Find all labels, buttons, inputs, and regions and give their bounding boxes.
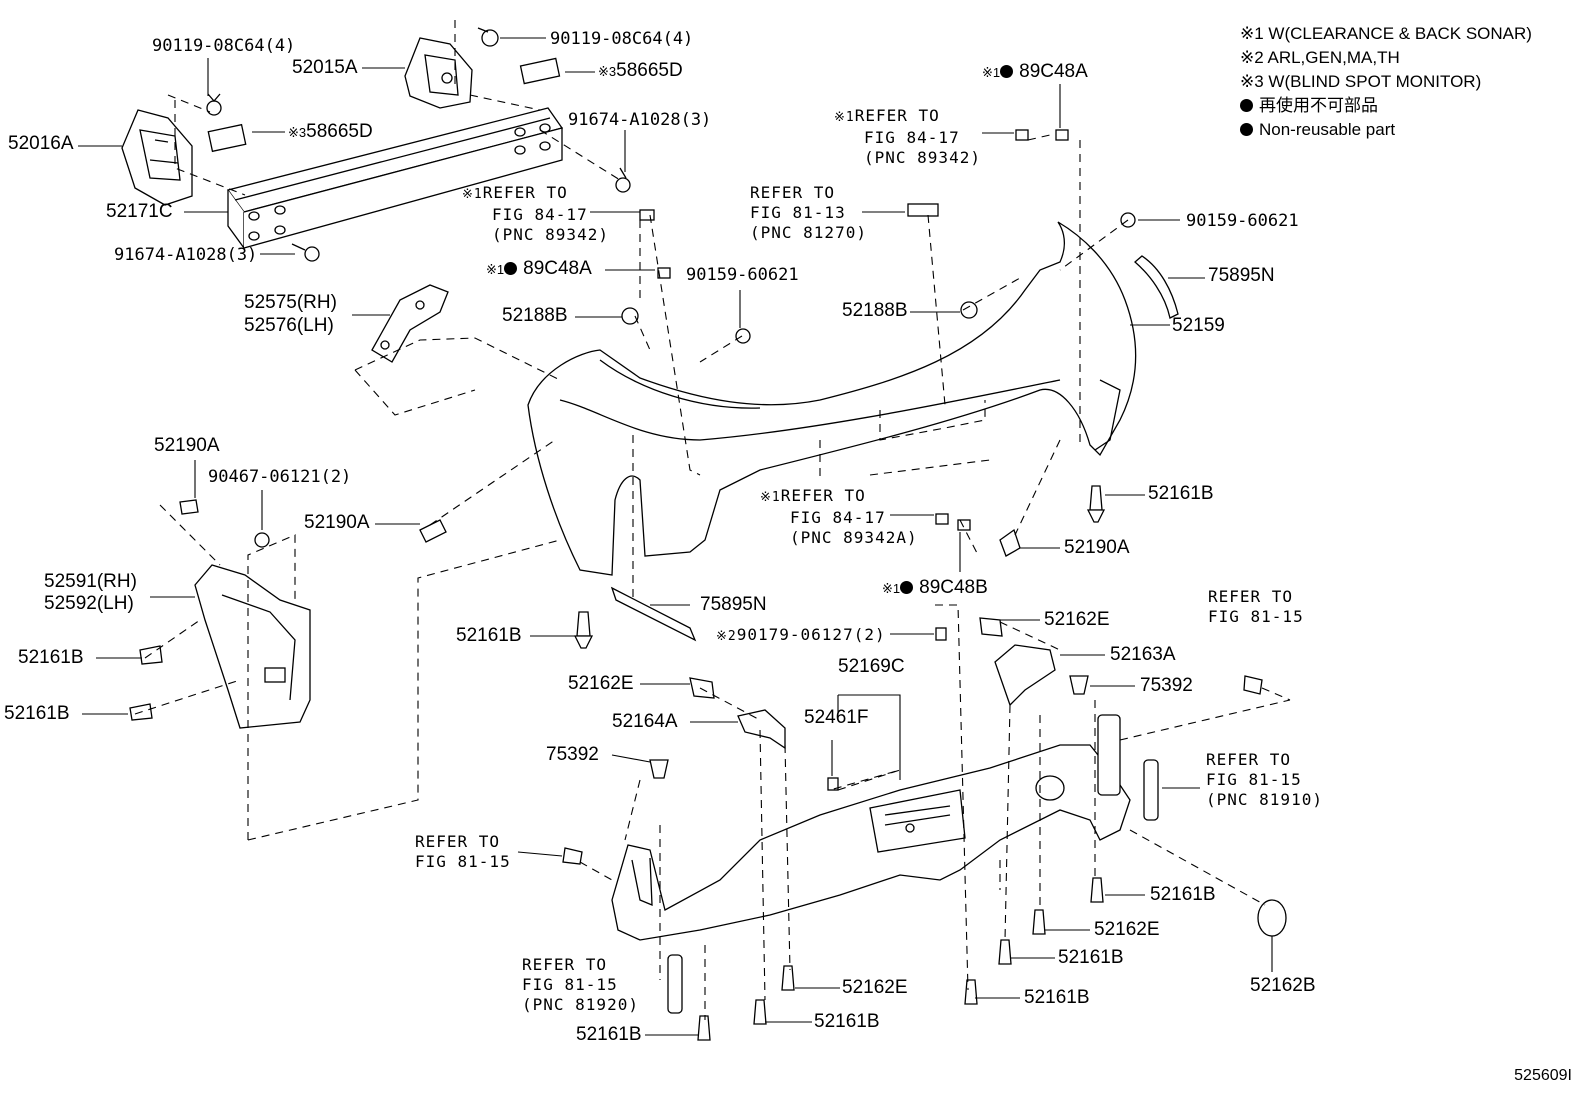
- label-52188B-left[interactable]: 52188B: [502, 305, 568, 326]
- reflector-left: [667, 954, 683, 1014]
- label-52161B-i[interactable]: 52161B: [576, 1024, 642, 1045]
- label-52162E-b[interactable]: 52162E: [568, 673, 634, 694]
- legend-nonreusable-en: Non-reusable part: [1240, 118, 1532, 142]
- label-52161B-f[interactable]: 52161B: [1058, 947, 1124, 968]
- label-58665D-left[interactable]: ※358665D: [288, 121, 373, 142]
- label-52162E-a[interactable]: 52162E: [1044, 609, 1110, 630]
- label-75392-a[interactable]: 75392: [1140, 675, 1193, 696]
- label-90179[interactable]: ※290179-06127(2): [716, 625, 886, 644]
- label-52162E-c[interactable]: 52162E: [1094, 919, 1160, 940]
- diagram-code: 525609I: [1514, 1067, 1572, 1084]
- label-91674-left[interactable]: 91674-A1028(3): [114, 245, 258, 265]
- label-52163A[interactable]: 52163A: [1110, 644, 1176, 665]
- label-52190A-top[interactable]: 52190A: [154, 435, 220, 456]
- label-52161B-e[interactable]: 52161B: [1150, 884, 1216, 905]
- bracket-52164A: [737, 709, 786, 750]
- label-52576[interactable]: 52576(LH): [244, 315, 334, 336]
- label-90119-right[interactable]: 90119-08C64(4): [550, 29, 694, 49]
- bumper-cover: [527, 221, 1137, 576]
- nonreusable-dot-icon: [1240, 99, 1253, 112]
- label-52161B-d[interactable]: 52161B: [456, 625, 522, 646]
- dashed-lines: [134, 20, 1291, 1020]
- label-91674-right[interactable]: 91674-A1028(3): [568, 110, 712, 130]
- label-90119-left[interactable]: 90119-08C64(4): [152, 36, 296, 56]
- label-75895N-right[interactable]: 75895N: [1208, 265, 1275, 286]
- label-75392-b[interactable]: 75392: [546, 744, 599, 765]
- reflector-right: [1143, 759, 1159, 821]
- nonreusable-dot-icon: [1000, 65, 1014, 78]
- legend-nonreusable-jp: 再使用不可部品: [1240, 94, 1532, 118]
- legend-note-3: ※3 W(BLIND SPOT MONITOR): [1240, 72, 1482, 91]
- label-52016A[interactable]: 52016A: [8, 133, 74, 154]
- legend-note-1: ※1 W(CLEARANCE & BACK SONAR): [1240, 24, 1532, 43]
- label-75895N-left[interactable]: 75895N: [700, 594, 767, 615]
- label-90159-mid[interactable]: 90159-60621: [686, 265, 799, 285]
- legend-note-2: ※2 ARL,GEN,MA,TH: [1240, 48, 1400, 67]
- clips: [129, 129, 1263, 1041]
- label-52162B[interactable]: 52162B: [1250, 975, 1316, 996]
- bumper-reinforcement-beam: [226, 107, 564, 250]
- label-52169C[interactable]: 52169C: [838, 656, 905, 677]
- label-52161B-a[interactable]: 52161B: [1148, 483, 1214, 504]
- nonreusable-dot-icon: [504, 262, 518, 275]
- label-52161B-h[interactable]: 52161B: [814, 1011, 880, 1032]
- label-52164A[interactable]: 52164A: [612, 711, 678, 732]
- tow-hook-cap: [1257, 899, 1287, 937]
- bolts: [206, 27, 631, 262]
- label-52461F[interactable]: 52461F: [804, 707, 869, 728]
- side-guard: [194, 564, 311, 729]
- side-retainer: [371, 284, 449, 363]
- bumper-bracket-right: [404, 37, 473, 109]
- nonreusable-dot-icon: [1240, 123, 1253, 136]
- lower-diffuser: [611, 744, 1131, 941]
- label-52161B-g[interactable]: 52161B: [1024, 987, 1090, 1008]
- label-52190A-mid[interactable]: 52190A: [304, 512, 370, 533]
- bumper-bracket-left: [121, 109, 193, 206]
- label-52161B-b[interactable]: 52161B: [18, 647, 84, 668]
- label-52591[interactable]: 52591(RH): [44, 571, 137, 592]
- nonreusable-dot-icon: [900, 581, 914, 594]
- label-52015A[interactable]: 52015A: [292, 57, 358, 78]
- legend: ※1 W(CLEARANCE & BACK SONAR) ※2 ARL,GEN,…: [1240, 22, 1532, 142]
- label-52592[interactable]: 52592(LH): [44, 593, 134, 614]
- label-52161B-c[interactable]: 52161B: [4, 703, 70, 724]
- label-52159[interactable]: 52159: [1172, 315, 1225, 336]
- label-52190A-right[interactable]: 52190A: [1064, 537, 1130, 558]
- reflector-strip-left: [610, 586, 697, 642]
- bracket-52163A: [994, 644, 1056, 707]
- leader-lines: [78, 37, 1273, 1036]
- label-52171C[interactable]: 52171C: [106, 201, 173, 222]
- label-52188B-right[interactable]: 52188B: [842, 300, 908, 321]
- label-52162E-d[interactable]: 52162E: [842, 977, 908, 998]
- label-58665D-top[interactable]: ※358665D: [598, 60, 683, 81]
- label-90159-right[interactable]: 90159-60621: [1186, 211, 1299, 231]
- label-90467[interactable]: 90467-06121(2): [208, 467, 352, 487]
- label-52575[interactable]: 52575(RH): [244, 292, 337, 313]
- reflector-strip-right: [1134, 255, 1179, 319]
